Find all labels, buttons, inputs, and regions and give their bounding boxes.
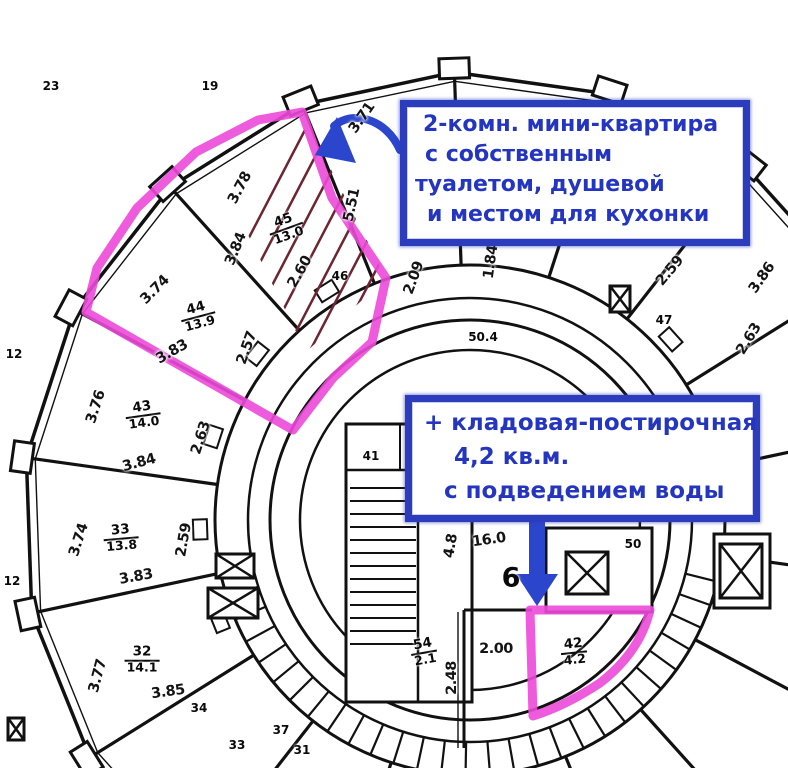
annotation-line: с собственным [425, 142, 613, 167]
highlight-apartment-outline [81, 107, 391, 435]
curved-arrow-head-icon [315, 117, 356, 163]
annotation-line: + кладовая-постирочная [424, 410, 758, 436]
annotation-line: 2-комн. мини-квартира [423, 112, 719, 137]
annotation-line: и местом для кухонки [427, 202, 710, 227]
curved-arrow-icon [330, 114, 404, 154]
annotation-line: 4,2 кв.м. [454, 444, 570, 470]
down-arrow-shaft-icon [529, 514, 545, 576]
down-arrow-head-icon [516, 574, 558, 606]
annotation-storage-note: + кладовая-постирочная 4,2 кв.м. с подведе… [405, 395, 760, 522]
annotation-line: туалетом, душевой [415, 172, 665, 197]
annotation-line: с подведением воды [444, 478, 725, 504]
highlight-storage-outline [525, 605, 655, 721]
annotation-apartment-note: 2-комн. мини-квартира с собственным туалет… [400, 100, 750, 246]
